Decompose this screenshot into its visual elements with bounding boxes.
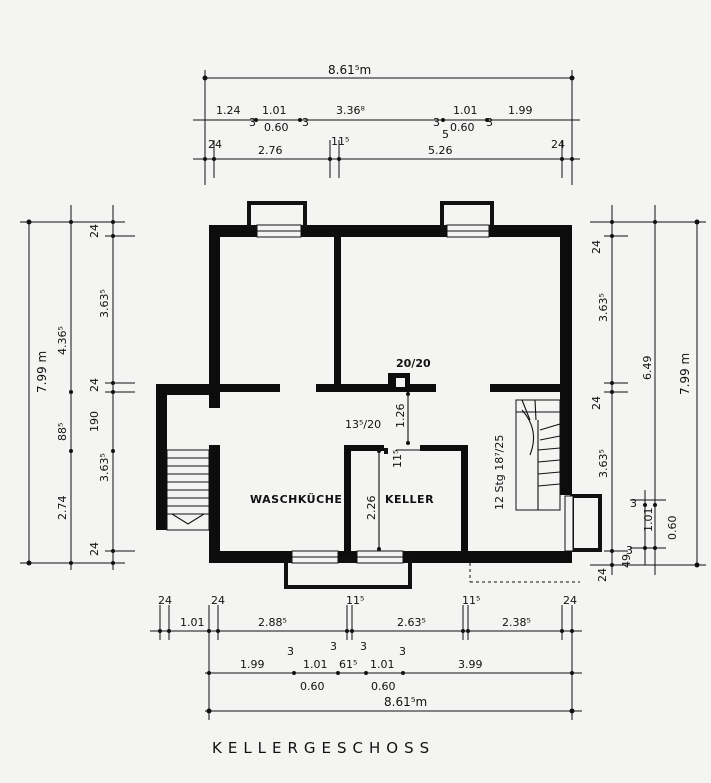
bottom-dim-small-3a: 3 xyxy=(287,645,294,658)
left-overall-dim: 7.99 m xyxy=(35,351,49,393)
bottom-dim-2-88: 2.88⁵ xyxy=(258,616,287,629)
top-dim-1-24: 1.24 xyxy=(216,104,241,117)
top-dim-24a: 24 xyxy=(208,138,222,151)
bottom-dim-3-99: 3.99 xyxy=(458,658,483,671)
bottom-dim-small-3b: 3 xyxy=(330,640,337,653)
left-dimension-chains: 7.99 m 4.36⁵ 88⁵ 2.74 24 3.63⁵ 24 190 3.… xyxy=(20,205,135,570)
left-dim-2-74: 2.74 xyxy=(56,496,69,521)
shaft-label: 13⁵/20 xyxy=(345,418,381,431)
right-dim-1-01: 1.01 xyxy=(642,508,655,533)
left-dim-24b: 24 xyxy=(88,378,101,392)
bottom-dim-2-38: 2.38⁵ xyxy=(502,616,531,629)
door-height-label: 1.26 xyxy=(394,404,407,429)
top-dim-small-3a: 3 xyxy=(249,116,256,129)
top-dim-24b: 24 xyxy=(551,138,565,151)
bottom-dim-11-5b: 11⁵ xyxy=(462,594,480,607)
bottom-dim-0-60b: 0.60 xyxy=(371,680,396,693)
bottom-dim-1-99: 1.99 xyxy=(240,658,265,671)
left-dim-24c: 24 xyxy=(88,542,101,556)
top-dim-small-3d: 3 xyxy=(486,116,493,129)
room-label-keller: KELLER xyxy=(385,493,434,506)
left-stairs xyxy=(166,449,210,531)
top-dim-1-01a: 1.01 xyxy=(262,104,287,117)
top-overall-dim: 8.61⁵m xyxy=(328,63,371,77)
room-label-waschkueche: WASCHKÜCHE xyxy=(250,492,342,506)
right-dim-6-49: 6.49 xyxy=(641,356,654,381)
window-wells xyxy=(247,201,602,589)
keller-width-label: 2.26 xyxy=(365,496,378,521)
left-dim-88: 88⁵ xyxy=(56,423,69,441)
bottom-dim-24c: 24 xyxy=(563,594,577,607)
bottom-dim-61: 61⁵ xyxy=(339,658,357,671)
door-markers xyxy=(377,392,430,551)
right-dim-24c: 24 xyxy=(596,568,609,582)
right-dim-3b: 3 xyxy=(626,544,633,557)
top-dimension-chains: 8.61⁵m 1.24 1.01 3.36⁸ 1.01 1.99 3 0.60 … xyxy=(193,63,580,185)
left-dim-190: 190 xyxy=(88,411,101,432)
stair-label: 12 Stg 18⁷/25 xyxy=(493,435,506,510)
left-dim-24a: 24 xyxy=(88,224,101,238)
right-dim-0-60: 0.60 xyxy=(666,516,679,541)
left-dim-3-63b: 3.63⁵ xyxy=(98,453,111,482)
plan-caption: KELLERGESCHOSS xyxy=(212,739,435,757)
bottom-dim-1-01a: 1.01 xyxy=(303,658,328,671)
bottom-dim-0-60a: 0.60 xyxy=(300,680,325,693)
left-dim-4-36: 4.36⁵ xyxy=(56,326,69,355)
walls xyxy=(156,225,572,563)
right-dimension-chains: 7.99 m 6.49 24 3.63⁵ 24 3.63⁵ 24 3 1.01 … xyxy=(590,205,706,582)
right-overall-dim: 7.99 m xyxy=(678,353,692,395)
bottom-dim-11-5a: 11⁵ xyxy=(346,594,364,607)
right-dim-3-63b: 3.63⁵ xyxy=(597,449,610,478)
top-dim-2-76: 2.76 xyxy=(258,144,283,157)
right-dim-49: 49 xyxy=(620,554,633,568)
bottom-dim-24b: 24 xyxy=(211,594,225,607)
bottom-dim-1-01: 1.01 xyxy=(180,616,205,629)
right-dim-3a: 3 xyxy=(630,497,637,510)
top-dim-small-3b: 3 xyxy=(302,116,309,129)
bottom-overall-dim: 8.61⁵m xyxy=(384,695,427,709)
top-dim-3-36: 3.36⁸ xyxy=(336,104,365,117)
right-dim-24a: 24 xyxy=(590,240,603,254)
chimney-label: 20/20 xyxy=(396,357,431,370)
bottom-dim-small-3c: 3 xyxy=(360,640,367,653)
door-small-label: 11⁵ xyxy=(391,450,404,468)
bottom-dimension-chains: 24 1.01 24 2.88⁵ 11⁵ 2.63⁵ 11⁵ 2.38⁵ 24 … xyxy=(150,594,582,720)
right-stairs: 12 Stg 18⁷/25 xyxy=(493,399,561,511)
right-dim-3-63a: 3.63⁵ xyxy=(597,293,610,322)
top-dim-1-99: 1.99 xyxy=(508,104,533,117)
top-dim-5-26: 5.26 xyxy=(428,144,453,157)
bottom-dim-24a: 24 xyxy=(158,594,172,607)
bottom-dim-2-63: 2.63⁵ xyxy=(397,616,426,629)
bottom-dim-small-3d: 3 xyxy=(399,645,406,658)
left-dim-3-63a: 3.63⁵ xyxy=(98,289,111,318)
right-dim-24b: 24 xyxy=(590,396,603,410)
top-dim-0-60a: 0.60 xyxy=(264,121,289,134)
top-dim-small-5: 5 xyxy=(442,128,449,141)
top-dim-11-5: 11⁵ xyxy=(331,135,349,148)
top-dim-1-01b: 1.01 xyxy=(453,104,478,117)
top-dim-0-60b: 0.60 xyxy=(450,121,475,134)
bottom-dim-1-01b: 1.01 xyxy=(370,658,395,671)
top-dim-small-3c: 3 xyxy=(433,116,440,129)
